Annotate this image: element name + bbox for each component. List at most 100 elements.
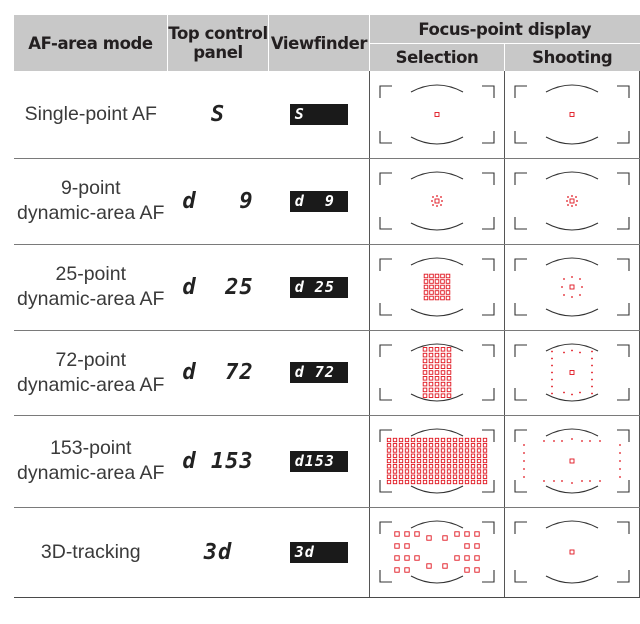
focus-point-dot bbox=[581, 286, 583, 288]
mode-name-line2: dynamic-area AF bbox=[17, 202, 165, 224]
focus-point bbox=[476, 458, 482, 464]
viewfinder-frame bbox=[379, 428, 495, 494]
focus-point-dot bbox=[553, 440, 555, 442]
focus-point bbox=[422, 364, 428, 369]
focus-point-dot bbox=[432, 204, 434, 206]
focus-point-shooting-cell bbox=[504, 158, 640, 245]
focus-point bbox=[398, 469, 404, 474]
viewfinder-cell: d 72 bbox=[268, 330, 370, 416]
focus-point bbox=[416, 464, 422, 469]
focus-point-dot bbox=[576, 200, 578, 202]
focus-point-dot bbox=[432, 196, 434, 198]
focus-point bbox=[429, 290, 434, 295]
focus-point-shooting-cell bbox=[504, 71, 640, 159]
focus-point-dot bbox=[561, 480, 563, 482]
focus-point bbox=[422, 453, 428, 458]
focus-point bbox=[428, 469, 434, 474]
focus-point bbox=[440, 364, 446, 369]
focus-point bbox=[429, 279, 434, 284]
focus-point bbox=[404, 453, 410, 458]
focus-point bbox=[434, 376, 440, 381]
focus-point bbox=[404, 458, 410, 464]
focus-point bbox=[442, 563, 448, 569]
focus-point bbox=[386, 474, 392, 479]
focus-point bbox=[476, 443, 482, 448]
focus-point-dot bbox=[441, 200, 443, 202]
focus-point-shooting-cell bbox=[504, 507, 640, 598]
focus-point bbox=[428, 347, 434, 352]
focus-point bbox=[482, 474, 488, 479]
focus-point-dot bbox=[566, 200, 568, 202]
focus-point-dot bbox=[523, 460, 525, 462]
af-area-mode-cell: 3D-tracking bbox=[14, 507, 168, 598]
focus-point bbox=[426, 535, 432, 541]
mode-name-line1: 25-point bbox=[55, 263, 126, 285]
shooting-diagram bbox=[514, 520, 630, 584]
focus-point-dot bbox=[431, 200, 433, 202]
focus-point bbox=[428, 458, 434, 464]
focus-point bbox=[434, 479, 440, 485]
focus-point bbox=[428, 370, 434, 375]
focus-point bbox=[446, 458, 452, 464]
focus-point-shooting-cell bbox=[504, 415, 640, 508]
lcd-readout: d 9 bbox=[182, 188, 254, 214]
focus-point bbox=[410, 469, 416, 474]
focus-point-dot bbox=[567, 196, 569, 198]
focus-point-dot bbox=[543, 480, 545, 482]
focus-point bbox=[423, 279, 429, 284]
focus-point-dot bbox=[589, 480, 591, 482]
selection-diagram bbox=[379, 343, 495, 402]
focus-point-dot bbox=[561, 440, 563, 442]
focus-point bbox=[452, 474, 458, 479]
focus-point bbox=[434, 469, 440, 474]
focus-point bbox=[410, 479, 416, 485]
focus-point-dot bbox=[553, 480, 555, 482]
focus-point bbox=[446, 464, 452, 469]
focus-point bbox=[429, 284, 434, 290]
focus-point-dot bbox=[579, 351, 581, 354]
focus-point bbox=[464, 464, 470, 469]
focus-point-dot bbox=[551, 350, 553, 353]
focus-point bbox=[482, 469, 488, 474]
focus-point bbox=[416, 469, 422, 474]
focus-point bbox=[470, 453, 476, 458]
viewfinder-readout: 3d bbox=[289, 541, 348, 563]
focus-point bbox=[434, 370, 440, 375]
focus-point bbox=[445, 279, 451, 284]
viewfinder-frame bbox=[514, 171, 630, 231]
focus-point bbox=[423, 284, 429, 290]
focus-point-dot bbox=[563, 278, 565, 280]
focus-point bbox=[440, 284, 445, 290]
focus-point bbox=[569, 549, 575, 555]
focus-point bbox=[429, 295, 434, 301]
af-area-mode-cell: 25-point dynamic-area AF bbox=[14, 244, 168, 331]
focus-point bbox=[422, 352, 428, 358]
focus-point-dot bbox=[436, 205, 438, 207]
focus-points bbox=[386, 437, 488, 485]
focus-point bbox=[404, 474, 410, 479]
focus-point bbox=[392, 479, 398, 485]
focus-point-dot bbox=[599, 440, 601, 442]
focus-point bbox=[458, 474, 464, 479]
focus-point bbox=[392, 437, 398, 443]
focus-point-dot bbox=[571, 393, 573, 396]
mode-name-line2: dynamic-area AF bbox=[17, 288, 165, 310]
focus-point bbox=[434, 290, 440, 295]
focus-point-dot bbox=[591, 392, 593, 395]
focus-point bbox=[446, 347, 452, 352]
focus-point-dot bbox=[551, 371, 553, 374]
focus-point bbox=[404, 437, 410, 443]
top-control-panel-cell: d 153 bbox=[167, 415, 269, 508]
focus-point bbox=[422, 393, 428, 398]
mode-name-line1: 72-point bbox=[55, 348, 126, 371]
focus-point-dot bbox=[563, 391, 565, 394]
mode-name-line1: 153-point bbox=[50, 437, 132, 459]
lcd-readout: d 72 bbox=[182, 360, 254, 385]
focus-point bbox=[442, 535, 448, 541]
focus-point bbox=[410, 437, 416, 443]
